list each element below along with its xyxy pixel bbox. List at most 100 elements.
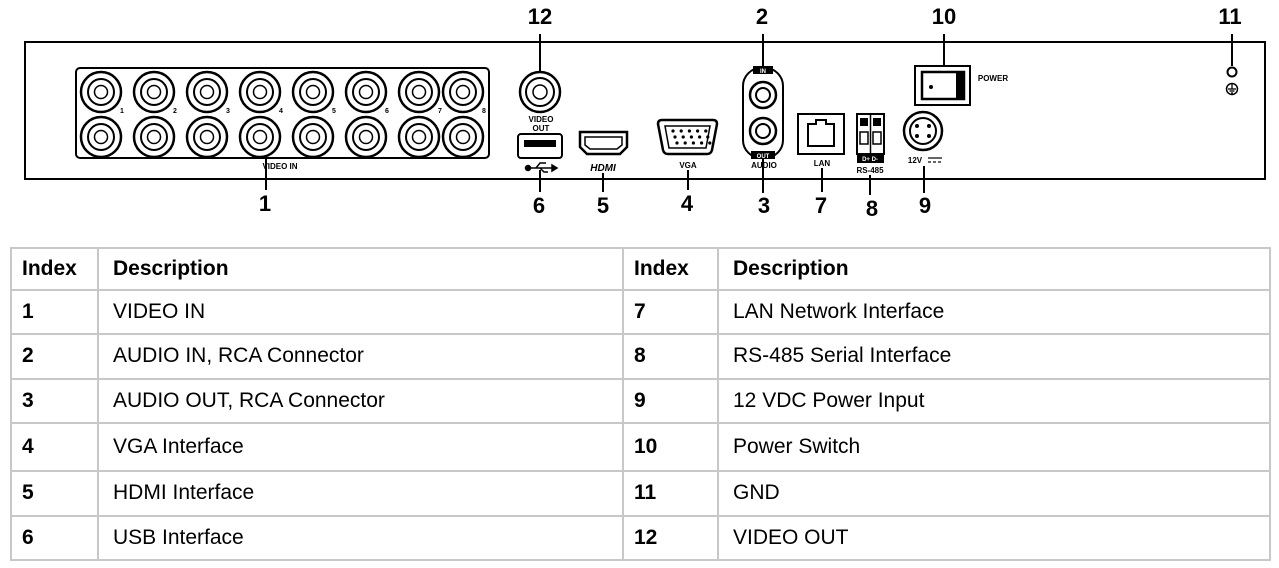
dc-symbol-icon	[928, 157, 942, 163]
bnc-connector-icon	[291, 70, 335, 114]
table-header-row: Index Description Index Description	[10, 247, 1271, 291]
bnc-connector-icon	[441, 70, 485, 114]
bnc-connector-icon	[132, 70, 176, 114]
ground-symbol-icon	[1225, 82, 1239, 96]
rs485-pin-labels: D+ D-	[862, 157, 878, 163]
description-cell: LAN Network Interface	[717, 288, 1271, 336]
index-cell: 7	[622, 288, 719, 336]
description-cell: AUDIO OUT, RCA Connector	[97, 377, 624, 424]
dc-label: 12V	[908, 156, 923, 165]
bnc-connector-icon	[185, 115, 229, 159]
index-cell: 3	[10, 377, 99, 424]
channel-number-label: 4	[279, 108, 283, 115]
index-cell: 8	[622, 333, 719, 380]
channel-number-label: 1	[120, 108, 124, 115]
index-cell: 4	[10, 421, 99, 473]
index-cell: 5	[10, 470, 99, 517]
vga-label: VGA	[679, 161, 697, 170]
callout-number-9: 9	[919, 193, 931, 218]
video-out-label-line1: VIDEO	[529, 115, 554, 124]
channel-number-label: 7	[438, 108, 442, 115]
rca-connector-icon	[748, 116, 778, 146]
callout-number-2: 2	[756, 4, 768, 29]
description-cell: 12 VDC Power Input	[717, 377, 1271, 424]
header-index-left: Index	[10, 247, 99, 291]
header-description-right: Description	[717, 247, 1271, 291]
description-cell: HDMI Interface	[97, 470, 624, 517]
ground-terminal	[1225, 66, 1239, 96]
index-cell: 2	[10, 333, 99, 380]
vga-pins	[671, 129, 712, 145]
header-description-left: Description	[97, 247, 624, 291]
callout-number-5: 5	[597, 193, 609, 218]
bnc-connector-icon	[397, 115, 441, 159]
callout-number-6: 6	[533, 193, 545, 218]
channel-number-label: 5	[332, 108, 336, 115]
bnc-connector-icon	[79, 115, 123, 159]
bnc-connector-icon	[132, 115, 176, 159]
bnc-grid: 1 2 3 4 5 6 7 8	[79, 70, 486, 159]
description-cell: VIDEO IN	[97, 288, 624, 336]
video-in-block: 1 2 3 4 5 6 7 8 VIDEO IN	[75, 67, 490, 171]
dc-power-jack-icon	[902, 110, 944, 152]
callout-number-3: 3	[758, 193, 770, 218]
audio-in-tag: IN	[760, 69, 766, 75]
index-cell: 6	[10, 514, 99, 562]
usb-port	[517, 133, 563, 173]
index-cell: 11	[622, 470, 719, 517]
vga-port-icon	[656, 118, 719, 156]
index-cell: 12	[622, 514, 719, 562]
lan-port: LAN	[797, 113, 845, 168]
power-switch: POWER	[914, 65, 1008, 106]
index-cell: 9	[622, 377, 719, 424]
callout-number-8: 8	[866, 196, 878, 221]
callout-number-7: 7	[815, 193, 827, 218]
rs485-label: RS-485	[856, 166, 884, 175]
power-label: POWER	[978, 74, 1008, 83]
description-cell: VIDEO OUT	[717, 514, 1271, 562]
description-cell: AUDIO IN, RCA Connector	[97, 333, 624, 380]
ground-terminal-icon	[1226, 66, 1238, 78]
description-cell: USB Interface	[97, 514, 624, 562]
channel-number-label: 3	[226, 108, 230, 115]
rs485-port: D+ D- RS-485	[856, 113, 885, 175]
terminal-block-icon	[856, 113, 885, 163]
dc-power-port: 12V	[902, 110, 944, 165]
video-out-label-line2: OUT	[533, 124, 550, 133]
usb-symbol-icon	[524, 162, 559, 173]
video-in-label: VIDEO IN	[262, 162, 297, 171]
rca-connector-icon	[748, 80, 778, 110]
callout-number-4: 4	[681, 191, 694, 216]
index-cell: 1	[10, 288, 99, 336]
audio-ports: IN OUT AUDIO	[742, 66, 784, 170]
index-cell: 10	[622, 421, 719, 473]
channel-number-label: 8	[482, 108, 486, 115]
hdmi-port: HDMI	[578, 130, 629, 174]
bnc-connector-icon	[397, 70, 441, 114]
lan-label: LAN	[814, 159, 831, 168]
description-cell: Power Switch	[717, 421, 1271, 473]
bnc-connector-icon	[441, 115, 485, 159]
bnc-connector-icon	[79, 70, 123, 114]
hdmi-logo: HDMI	[590, 163, 616, 174]
audio-out-tag: OUT	[757, 154, 770, 160]
bnc-connector-icon	[185, 70, 229, 114]
description-cell: RS-485 Serial Interface	[717, 333, 1271, 380]
channel-number-label: 6	[385, 108, 389, 115]
bnc-connector-icon	[238, 70, 282, 114]
bnc-connector-icon	[291, 115, 335, 159]
callout-number-12: 12	[528, 4, 552, 29]
header-index-right: Index	[622, 247, 719, 291]
description-cell: GND	[717, 470, 1271, 517]
channel-number-label: 2	[173, 108, 177, 115]
